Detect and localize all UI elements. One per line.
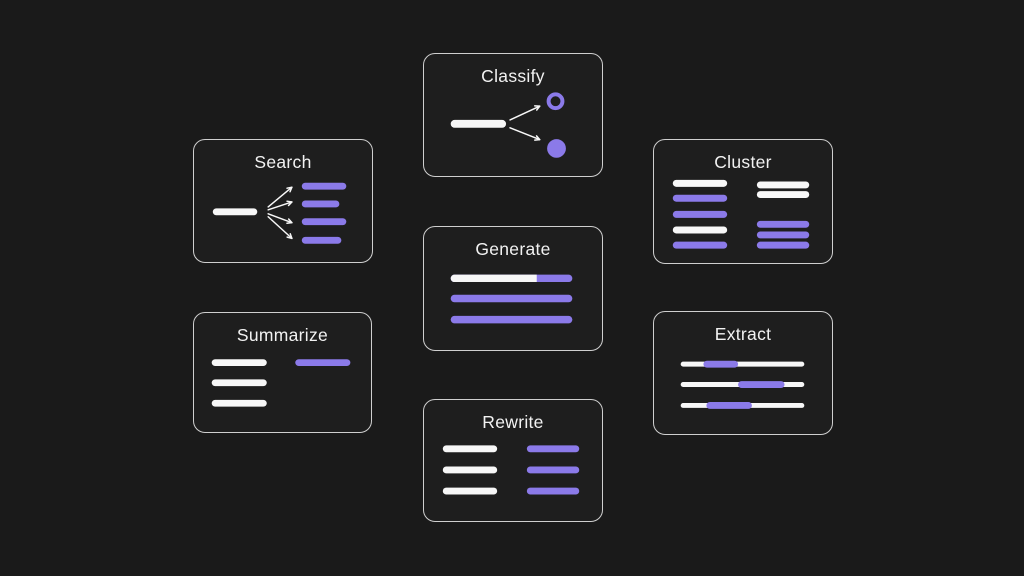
card-generate-title: Generate	[475, 239, 551, 259]
result-bar	[301, 218, 347, 226]
generated-text-bar	[450, 315, 573, 324]
cluster-left-bar	[672, 226, 728, 234]
branch-arrow-down-icon	[509, 127, 541, 141]
cluster-left-bar	[672, 179, 728, 187]
card-summarize: Summarize	[193, 312, 372, 433]
card-extract: Extract	[653, 311, 833, 435]
extracted-span-highlight	[706, 402, 752, 409]
fanout-arrow-2-icon	[267, 200, 293, 211]
card-summarize-title: Summarize	[236, 325, 329, 345]
source-text-bar	[211, 399, 267, 407]
prompt-text-bar	[450, 274, 537, 283]
source-text-bar	[211, 359, 267, 366]
classify-illustration	[450, 92, 566, 158]
cluster-left-bar	[672, 194, 728, 202]
class-b-filled-circle	[547, 139, 566, 158]
generated-text-bar	[450, 294, 573, 303]
class-a-outline-circle	[546, 92, 565, 111]
source-text-bar	[211, 379, 267, 387]
query-text-bar	[212, 208, 258, 216]
cluster-right-bar	[756, 241, 810, 249]
rewritten-text-bar	[526, 445, 580, 453]
card-classify-title: Classify	[481, 66, 545, 86]
result-bar	[301, 236, 342, 244]
card-generate: Generate	[423, 226, 603, 351]
fanout-arrow-1-icon	[267, 186, 293, 208]
summarize-illustration	[211, 359, 351, 407]
summary-bar	[295, 359, 351, 366]
result-bar	[301, 182, 347, 190]
cluster-left-bar	[672, 241, 728, 249]
cluster-illustration	[672, 179, 810, 249]
extract-illustration	[680, 360, 805, 409]
fanout-arrow-4-icon	[267, 216, 293, 240]
original-text-bar	[442, 466, 498, 474]
cluster-right-bar	[756, 191, 810, 199]
original-text-bar	[442, 487, 498, 495]
card-rewrite-title: Rewrite	[482, 412, 544, 432]
cluster-right-bar	[756, 220, 810, 228]
rewritten-text-bar	[526, 487, 580, 495]
card-cluster-title: Cluster	[714, 152, 772, 172]
original-text-bar	[442, 445, 498, 453]
extracted-span-highlight	[738, 381, 785, 388]
card-extract-title: Extract	[714, 324, 772, 344]
search-illustration	[212, 182, 347, 244]
rewrite-illustration	[442, 445, 580, 495]
cluster-right-bar	[756, 231, 810, 239]
card-search-title: Search	[254, 152, 312, 172]
generate-illustration	[450, 274, 573, 324]
cluster-left-bar	[672, 210, 728, 218]
rewritten-text-bar	[526, 466, 580, 474]
card-cluster: Cluster	[653, 139, 833, 264]
input-text-bar	[450, 119, 507, 128]
result-bar	[301, 200, 340, 208]
branch-arrow-up-icon	[509, 105, 541, 121]
extracted-span-highlight	[703, 360, 739, 368]
card-classify: Classify	[423, 53, 603, 177]
fanout-arrow-3-icon	[267, 213, 293, 224]
card-rewrite: Rewrite	[423, 399, 603, 522]
card-search: Search	[193, 139, 373, 263]
document-text-bar	[680, 361, 805, 367]
cluster-right-bar	[756, 181, 810, 189]
